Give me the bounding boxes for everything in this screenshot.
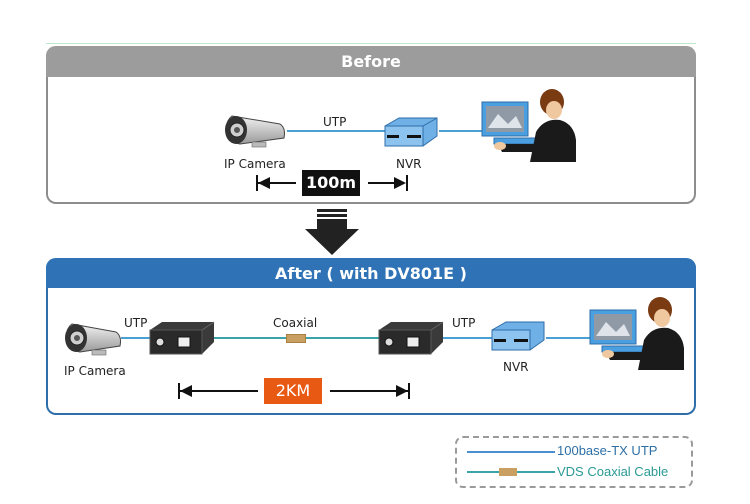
utp-label-2: UTP [452,316,476,330]
legend-utp-swatch [467,451,555,453]
arrowhead-left-icon [180,385,192,397]
distance-start-marker [178,383,180,399]
distance-before-badge: 100m [302,170,360,196]
nvr-icon [384,117,438,147]
legend: 100base-TX UTP VDS Coaxial Cable [455,436,693,488]
coaxial-label: Coaxial [273,316,318,330]
network-cable [439,130,484,132]
distance-end-marker [406,175,408,191]
distance-end-marker [408,383,410,399]
nvr-label: NVR [503,360,529,374]
operator-workstation-icon [589,297,684,370]
before-header: Before [46,46,696,77]
before-panel: Before [46,46,696,204]
utp-cable-1 [121,337,151,339]
distance-arrow-left [180,390,258,392]
legend-utp-label: 100base-TX UTP [557,443,658,458]
arrowhead-right-icon [396,385,408,397]
utp-label: UTP [323,115,347,129]
arrowhead-right-icon [394,177,406,189]
distance-arrow-right [330,390,408,392]
ip-camera-label: IP Camera [224,157,286,171]
legend-coax-connector-icon [499,468,517,476]
dv801e-converter-icon [378,321,444,355]
dv801e-converter-icon [149,321,215,355]
coaxial-connector-icon [286,334,306,343]
down-arrow-icon [305,209,359,255]
top-border-line [46,43,696,44]
nvr-label: NVR [396,157,422,171]
distance-start-marker [256,175,258,191]
distance-arrow-left [258,182,296,184]
network-cable [546,337,592,339]
nvr-icon [491,321,545,351]
operator-workstation-icon [481,89,576,162]
ip-camera-label: IP Camera [64,364,126,378]
arrowhead-left-icon [258,177,270,189]
utp-label-1: UTP [124,316,148,330]
utp-cable-2 [443,337,493,339]
ip-camera-icon [65,323,121,356]
distance-after-badge: 2KM [264,378,322,404]
distance-arrow-right [368,182,404,184]
ip-camera-icon [225,115,285,148]
after-header: After ( with DV801E ) [46,258,696,288]
utp-cable [287,130,385,132]
legend-coax-label: VDS Coaxial Cable [557,464,669,479]
